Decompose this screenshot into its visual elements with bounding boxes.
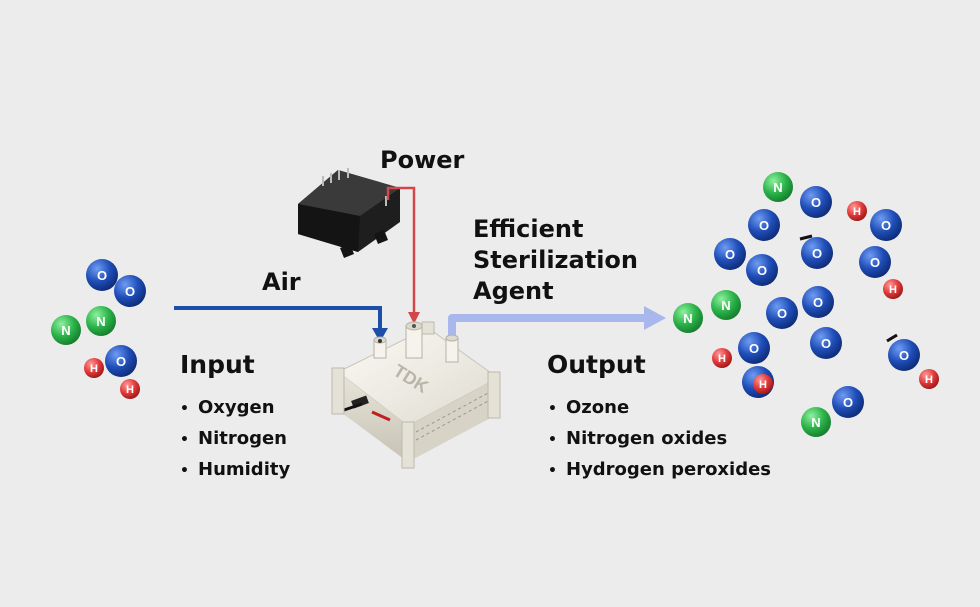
output-h2o2-b-atom-symbol: H <box>718 353 726 365</box>
output-o3-a-atom-symbol: O <box>757 263 767 278</box>
tdk-device <box>331 321 501 469</box>
output-no-top-atom-symbol: O <box>811 195 821 210</box>
output-heading: Output <box>547 350 646 379</box>
input-h2o-atom-symbol: H <box>90 363 98 375</box>
output-h2o2-b-hydrogen-atom-icon: H <box>753 374 773 394</box>
input-h2o-oxygen-atom-icon: O <box>105 345 137 377</box>
output-h2o2-b-hydrogen-atom-icon: H <box>712 348 732 368</box>
output-o3-b-oxygen-atom-icon: O <box>810 327 842 359</box>
output-o3-b-atom-symbol: O <box>821 336 831 351</box>
output-o3-b-oxygen-atom-icon: O <box>802 286 834 318</box>
output-n2-nitrogen-atom-icon: N <box>673 303 703 333</box>
output-h2o2-a-hydrogen-atom-icon: H <box>883 279 903 299</box>
output-oh-oxygen-atom-icon: O <box>888 339 920 371</box>
output-o3-a-oxygen-atom-icon: O <box>746 254 778 286</box>
output-no-bottom-atom-symbol: N <box>811 415 820 430</box>
input-o2-oxygen-atom-icon: O <box>114 275 146 307</box>
power-supply-icon <box>298 168 400 258</box>
input-h2o-hydrogen-atom-icon: H <box>84 358 104 378</box>
input-h2o-hydrogen-atom-icon: H <box>120 379 140 399</box>
air-arrow <box>174 306 382 330</box>
output-h2o2-a-atom-symbol: O <box>870 255 880 270</box>
input-h2o-atom-symbol: O <box>116 354 126 369</box>
output-h2o2-a-atom-symbol: H <box>889 284 897 296</box>
input-item-nitrogen: Nitrogen <box>180 424 290 455</box>
output-h2o2-b-atom-symbol: O <box>749 341 759 356</box>
agent-label-line-2: Sterilization <box>473 246 638 274</box>
input-n2-atom-symbol: N <box>61 323 70 338</box>
output-no-top-atom-symbol: N <box>773 180 782 195</box>
input-heading: Input <box>180 350 255 379</box>
output-no-bottom-nitrogen-atom-icon: N <box>801 407 831 437</box>
power-label: Power <box>380 146 465 174</box>
output-h2o2-b-atom-symbol: H <box>759 379 767 391</box>
output-arrowhead <box>644 306 666 330</box>
power-wire <box>386 186 416 316</box>
output-arrow <box>448 314 648 344</box>
output-o-ion-oxygen-atom-icon: O <box>801 237 833 269</box>
output-item-ozone: Ozone <box>548 393 771 424</box>
agent-label-line-1: Efficient <box>473 215 584 243</box>
output-oh-atom-symbol: O <box>899 348 909 363</box>
air-arrowhead <box>372 328 388 342</box>
output-n2-atom-symbol: N <box>683 311 692 326</box>
sterilization-agent-label: Efficient Sterilization Agent <box>473 214 638 307</box>
output-h2o2-a-oxygen-atom-icon: O <box>870 209 902 241</box>
output-o3-a-oxygen-atom-icon: O <box>748 209 780 241</box>
input-o2-atom-symbol: O <box>125 284 135 299</box>
output-no-bottom-atom-symbol: O <box>843 395 853 410</box>
output-list: Ozone Nitrogen oxides Hydrogen peroxides <box>548 393 771 486</box>
power-wire-arrowhead <box>408 312 420 324</box>
output-h2o2-b-oxygen-atom-icon: O <box>738 332 770 364</box>
output-item-hydrogen-peroxides: Hydrogen peroxides <box>548 455 771 486</box>
input-item-oxygen: Oxygen <box>180 393 290 424</box>
output-o-ion-charge-mark <box>799 234 813 241</box>
output-oh-charge-mark <box>886 333 898 343</box>
output-o3-a-atom-symbol: O <box>759 218 769 233</box>
output-oh-hydrogen-atom-icon: H <box>919 369 939 389</box>
molecules-layer: OONNHOHNNNOOOOOHOOHOOOHOOHOHNO <box>51 172 939 437</box>
output-n2-nitrogen-atom-icon: N <box>711 290 741 320</box>
output-h2o2-a-hydrogen-atom-icon: H <box>847 201 867 221</box>
output-n2-atom-symbol: N <box>721 298 730 313</box>
output-o3-b-oxygen-atom-icon: O <box>766 297 798 329</box>
output-no-top-nitrogen-atom-icon: N <box>763 172 793 202</box>
input-o2-oxygen-atom-icon: O <box>86 259 118 291</box>
output-oh-atom-symbol: H <box>925 374 933 386</box>
input-n2-nitrogen-atom-icon: N <box>86 306 116 336</box>
output-o3-b-atom-symbol: O <box>813 295 823 310</box>
output-h2o2-a-oxygen-atom-icon: O <box>859 246 891 278</box>
input-item-humidity: Humidity <box>180 455 290 486</box>
input-n2-atom-symbol: N <box>96 314 105 329</box>
agent-label-line-3: Agent <box>473 277 554 305</box>
output-h2o2-a-atom-symbol: H <box>853 206 861 218</box>
output-o3-b-atom-symbol: O <box>777 306 787 321</box>
output-o3-a-oxygen-atom-icon: O <box>714 238 746 270</box>
input-h2o-atom-symbol: H <box>126 384 134 396</box>
output-o3-a-atom-symbol: O <box>725 247 735 262</box>
output-item-nitrogen-oxides: Nitrogen oxides <box>548 424 771 455</box>
air-label: Air <box>262 268 301 296</box>
output-h2o2-a-atom-symbol: O <box>881 218 891 233</box>
input-o2-atom-symbol: O <box>97 268 107 283</box>
output-no-top-oxygen-atom-icon: O <box>800 186 832 218</box>
output-no-bottom-oxygen-atom-icon: O <box>832 386 864 418</box>
input-n2-nitrogen-atom-icon: N <box>51 315 81 345</box>
output-o-ion-atom-symbol: O <box>812 246 822 261</box>
input-list: Oxygen Nitrogen Humidity <box>180 393 290 486</box>
